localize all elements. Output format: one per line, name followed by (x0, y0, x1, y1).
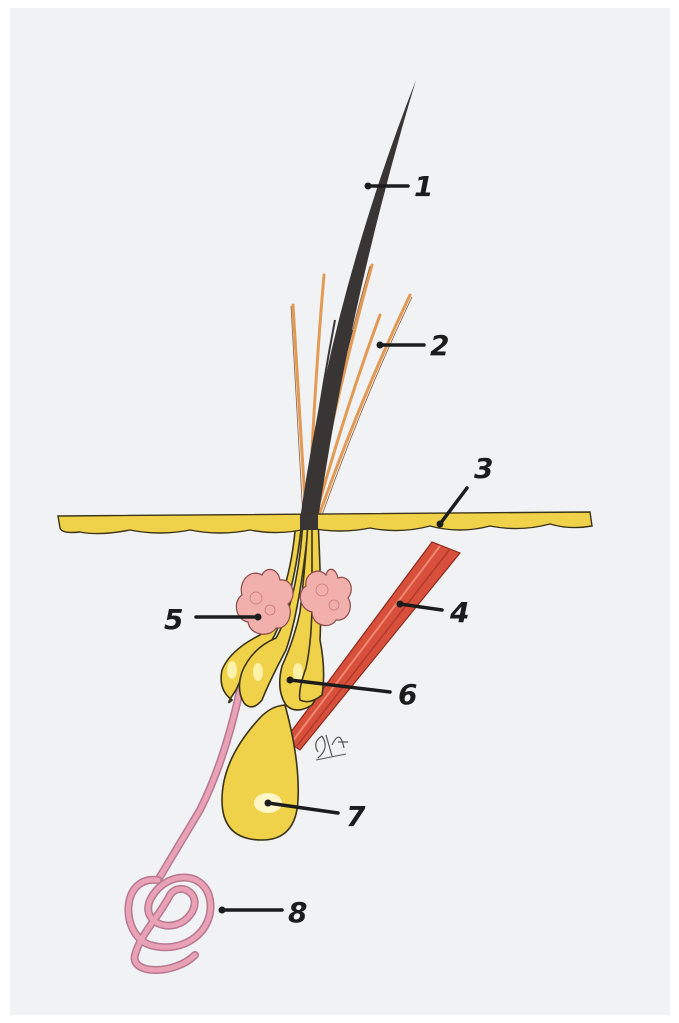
callout-number-5: 5 (164, 603, 183, 636)
callout-number-7: 7 (346, 800, 366, 833)
skin-surface (58, 512, 592, 534)
sweat-coil (128, 878, 210, 971)
callout-number-1: 1 (414, 170, 433, 203)
callout-number-3: 3 (474, 452, 493, 485)
callout-number-4: 4 (449, 596, 469, 629)
sweat-duct (128, 690, 240, 970)
callout-number-2: 2 (430, 329, 449, 362)
callout-number-8: 8 (288, 896, 307, 929)
hair-shaft (300, 80, 416, 520)
callout-number-6: 6 (398, 678, 417, 711)
artist-signature (316, 735, 348, 760)
